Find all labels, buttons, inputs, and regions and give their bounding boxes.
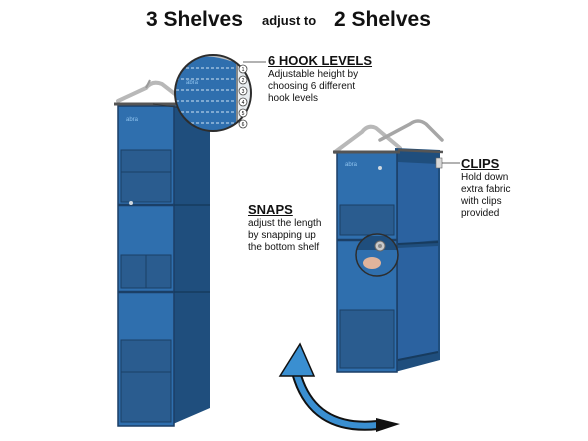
clips-title: CLIPS: [461, 156, 500, 171]
svg-text:6: 6: [242, 122, 245, 128]
headline: 3 Shelves adjust to 2 Shelves: [0, 6, 588, 36]
snaps-description: adjust the length by snapping up the bot…: [248, 218, 322, 253]
hook-levels-magnifier: abra 1 2 3 4 5 6: [174, 54, 252, 132]
headline-two-shelves: 2 Shelves: [334, 8, 431, 31]
clip-marker: [435, 157, 443, 169]
snaps-title: SNAPS: [248, 202, 293, 217]
right-hanger-front: [333, 124, 402, 154]
svg-text:3: 3: [242, 89, 245, 95]
hook-level-markers: 1 2 3 4 5 6: [238, 64, 248, 129]
headline-three-shelves: 3 Shelves: [146, 8, 243, 31]
svg-text:5: 5: [242, 111, 245, 117]
hook-levels-title: 6 HOOK LEVELS: [268, 53, 373, 68]
headline-adjust-to: adjust to: [262, 13, 317, 28]
svg-text:4: 4: [242, 100, 245, 106]
svg-text:2: 2: [242, 78, 245, 84]
clips-description: Hold down extra fabric with clips provid…: [461, 172, 511, 219]
right-brand-logo: abra: [345, 162, 358, 168]
hook-levels-description: Adjustable height by choosing 6 differen…: [268, 69, 359, 104]
right-hanger-back: [378, 119, 444, 142]
transition-arrow: [278, 342, 400, 432]
three-shelf-organizer: abra: [114, 79, 210, 427]
svg-text:abra: abra: [186, 80, 199, 86]
snaps-magnifier: [355, 233, 399, 277]
left-brand-logo: abra: [126, 117, 139, 123]
svg-text:1: 1: [242, 67, 245, 73]
left-side-panel: [173, 104, 210, 424]
